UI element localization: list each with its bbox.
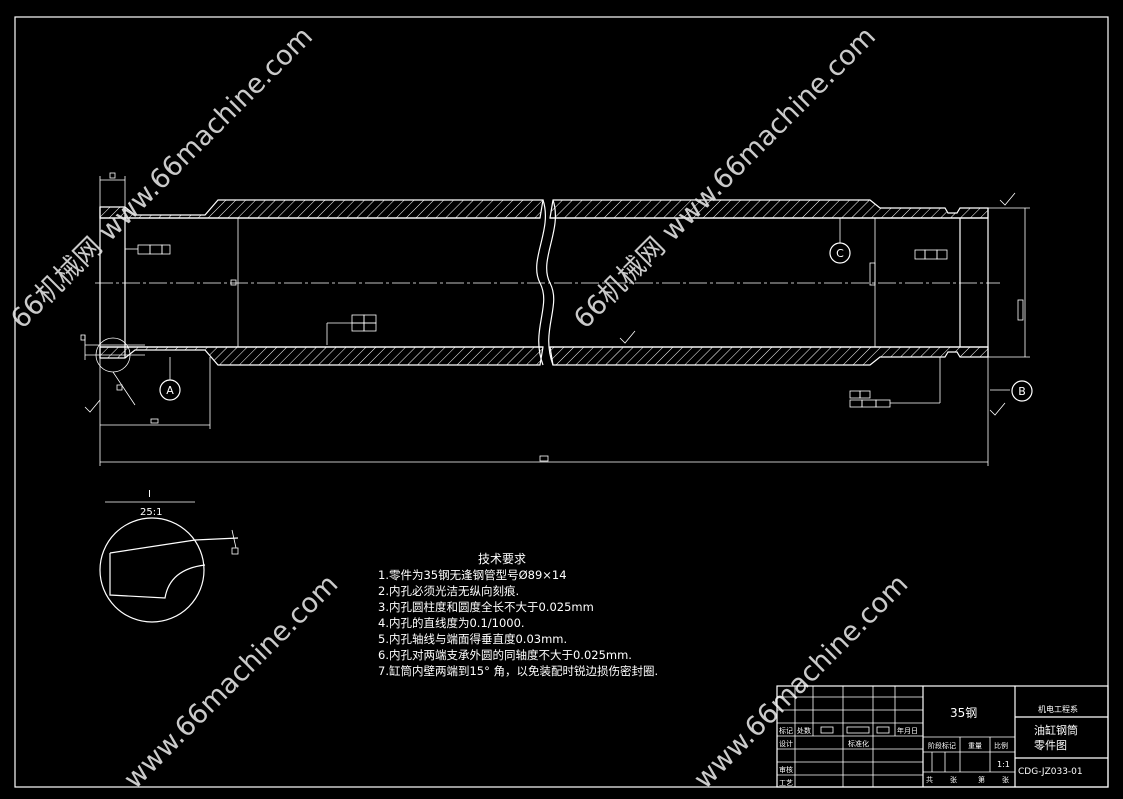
datum-a-label: A <box>166 384 174 397</box>
detail-view: I 25:1 <box>99 489 239 623</box>
material-label: 35钢 <box>950 706 978 720</box>
detail-scale: 25:1 <box>140 507 162 518</box>
row-standard: 标准化 <box>848 740 869 748</box>
title-block <box>776 685 1109 788</box>
department-label: 机电工程系 <box>1038 705 1078 714</box>
scale-value: 1:1 <box>997 760 1010 769</box>
datum-b-label: B <box>1018 385 1026 398</box>
technical-requirements: 技术要求 1.零件为35钢无逢钢管型号Ø89×14 2.内孔必须光洁无纵向刻痕.… <box>378 551 658 679</box>
col-stage: 阶段标记 <box>928 742 956 750</box>
note-item: 1.零件为35钢无逢钢管型号Ø89×14 <box>378 568 567 582</box>
notes-title: 技术要求 <box>478 552 527 566</box>
note-item: 7.缸筒内壁两端到15° 角，以免装配时锐边损伤密封圈. <box>378 664 659 678</box>
watermark-2: 66机械网 www.66machine.com <box>568 21 882 335</box>
note-item: 4.内孔的直线度为0.1/1000. <box>378 616 525 630</box>
dimensions <box>80 172 1030 466</box>
drawing-border <box>14 16 1109 788</box>
watermark-3: www.66machine.com <box>118 569 344 795</box>
row-count: 处数 <box>797 727 811 735</box>
watermark-4: www.66machine.com <box>688 569 914 795</box>
part-name-1: 油缸钢筒 <box>1034 724 1078 737</box>
datum-c-label: C <box>836 247 844 260</box>
note-item: 3.内孔圆柱度和圆度全长不大于0.025mm <box>378 600 594 614</box>
row-design: 设计 <box>779 740 793 748</box>
detail-dim-top: I <box>148 489 151 500</box>
sheets-label: 张 <box>950 776 957 784</box>
row-mark: 标记 <box>779 727 793 735</box>
note-item: 5.内孔轴线与端面得垂直度0.03mm. <box>378 632 568 646</box>
col-weight: 重量 <box>968 742 982 750</box>
watermark-1: 66机械网 www.66machine.com <box>5 21 319 335</box>
row-process: 工艺 <box>779 779 793 787</box>
datum-labels: A C B <box>159 242 1033 402</box>
note-item: 2.内孔必须光洁无纵向刻痕. <box>378 584 520 598</box>
sheet2-label: 张 <box>1002 776 1009 784</box>
note-item: 6.内孔对两端支承外圆的同轴度不大于0.025mm. <box>378 648 632 662</box>
cylinder-section <box>95 199 1000 366</box>
total-label: 共 <box>926 776 933 784</box>
page-label: 第 <box>978 776 985 784</box>
col-ratio: 比例 <box>994 742 1008 750</box>
row-date: 年月日 <box>897 727 918 735</box>
row-check: 审核 <box>779 766 793 774</box>
drawing-number: CDG-JZ033-01 <box>1018 767 1083 777</box>
part-name-2: 零件图 <box>1034 739 1067 752</box>
